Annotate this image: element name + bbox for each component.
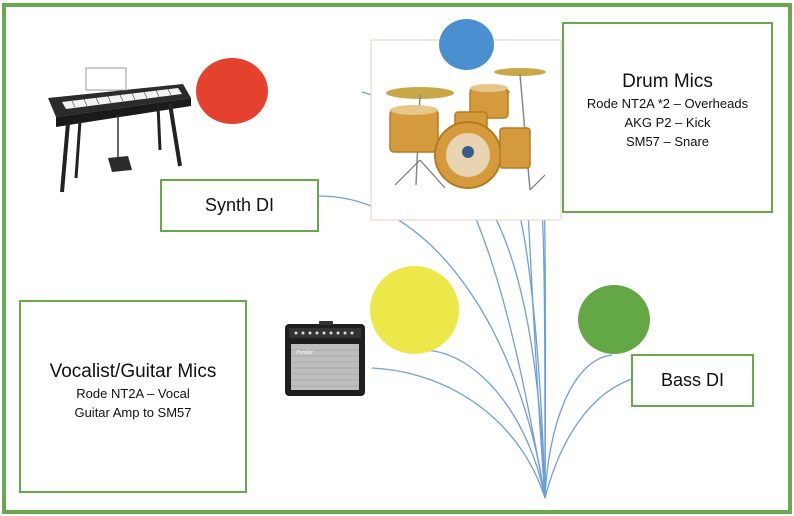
bass-di-box: Bass DI	[631, 354, 754, 407]
bass-di-title: Bass DI	[660, 370, 725, 390]
blue-circle	[439, 19, 494, 70]
drum-mics-title: Drum Mics	[622, 71, 713, 92]
cable-vocal	[423, 349, 546, 499]
drum-mics-line: Rode NT2A *2 – Overheads	[586, 96, 749, 111]
synth-di-title: Synth DI	[204, 195, 275, 215]
vocal-guitar-mics-line: Guitar Amp to SM57	[74, 405, 192, 420]
cable-bass-circle	[544, 354, 613, 499]
cable-snare	[467, 177, 546, 499]
red-circle	[196, 58, 268, 124]
cable-guitar-amp	[371, 367, 546, 499]
green-circle	[578, 285, 650, 354]
yellow-circle	[370, 266, 459, 354]
cable-synth-di	[317, 195, 546, 499]
drum-mics-box: Drum Mics Rode NT2A *2 – Overheads AKG P…	[562, 22, 773, 213]
drum-kit-icon	[370, 39, 562, 221]
cable-bass-di	[544, 377, 636, 499]
keyboard-icon	[48, 67, 191, 193]
vocal-guitar-mics-line: Rode NT2A – Vocal	[76, 386, 190, 401]
synth-di-box: Synth DI	[160, 179, 319, 232]
stage-frame	[2, 3, 792, 514]
guitar-amp-icon: Fender	[285, 321, 365, 396]
amp-badge-text: Fender	[295, 350, 314, 356]
vocal-guitar-mics-box: Vocalist/Guitar Mics Rode NT2A – Vocal G…	[19, 300, 247, 493]
cable-tom	[509, 191, 546, 499]
vocal-guitar-mics-title: Vocalist/Guitar Mics	[49, 361, 217, 382]
drum-mics-line: AKG P2 – Kick	[624, 115, 711, 130]
drum-mics-line: SM57 – Snare	[625, 134, 710, 149]
